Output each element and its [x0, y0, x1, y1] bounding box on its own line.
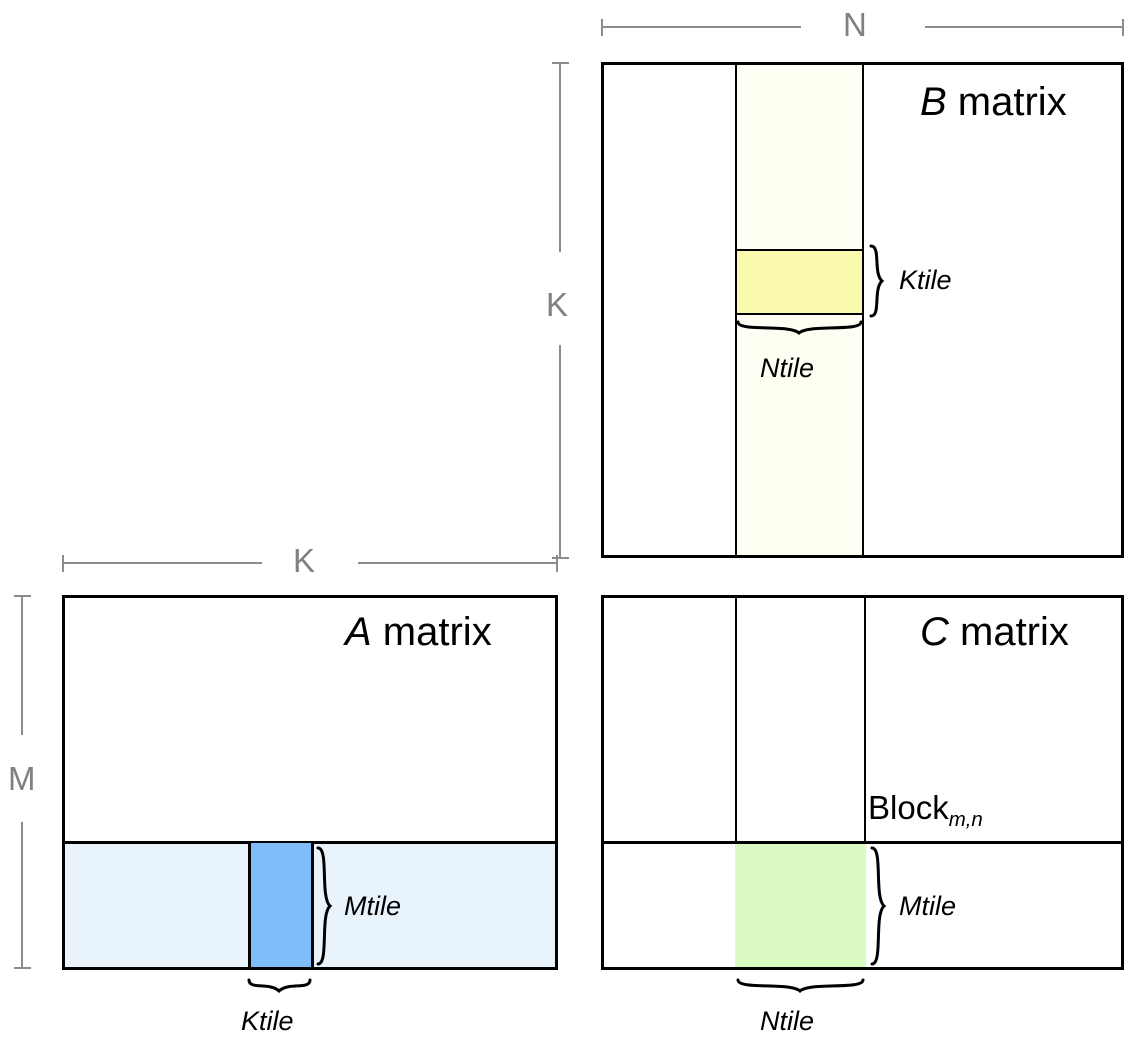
dimension-n-rule-left: [601, 26, 801, 28]
c-ntile-label: Ntile: [760, 1006, 815, 1036]
dimension-n-label: N: [843, 6, 867, 43]
b-matrix-highlighted-tile: [735, 249, 864, 315]
b-ktile-label: Ktile: [899, 265, 952, 295]
c-matrix-column-divider-left: [735, 598, 737, 967]
c-block-label-subscript: m,n: [948, 807, 983, 831]
c-matrix-column-divider-right: [864, 598, 866, 967]
dimension-m-rule-bottom: [21, 822, 23, 968]
dimension-m-tick-bottom: [14, 967, 31, 969]
c-matrix-title-symbol: C: [920, 610, 949, 654]
a-ktile-label: Ktile: [241, 1006, 294, 1036]
a-matrix-title-text: matrix: [371, 610, 492, 654]
b-ntile-brace: [736, 320, 863, 336]
b-matrix-title-symbol: B: [920, 80, 947, 124]
dimension-k-vertical-label: K: [546, 286, 569, 323]
dimension-k-horizontal-rule-left: [62, 562, 262, 564]
c-matrix-title: C matrix: [920, 612, 1069, 652]
dimension-m-label: M: [8, 760, 36, 797]
a-mtile-label: Mtile: [344, 891, 402, 921]
a-mtile-brace: [316, 846, 333, 966]
dimension-k-horizontal-rule-right: [358, 562, 558, 564]
dimension-k-horizontal-tick-right: [556, 555, 558, 572]
b-ntile-label: Ntile: [760, 353, 815, 383]
a-matrix-row-divider: [65, 841, 555, 844]
c-matrix-box: [601, 595, 1124, 970]
a-matrix-title-symbol: A: [345, 610, 372, 654]
a-matrix-title: A matrix: [345, 612, 492, 652]
dimension-k-vertical-tick-bottom: [552, 557, 569, 559]
c-mtile-brace: [870, 846, 887, 966]
dimension-n-rule-right: [925, 26, 1124, 28]
c-block-label-base: Block: [868, 789, 949, 826]
c-matrix-title-text: matrix: [948, 610, 1069, 654]
dimension-k-vertical-rule-top: [559, 62, 561, 252]
a-matrix-highlighted-tile: [248, 843, 314, 967]
c-mtile-label: Mtile: [899, 891, 957, 921]
c-ntile-brace: [736, 978, 865, 994]
b-matrix-title: B matrix: [920, 82, 1067, 122]
b-matrix-box: [601, 62, 1124, 558]
dimension-k-horizontal-label: K: [293, 542, 316, 579]
dimension-n-tick-right: [1122, 19, 1124, 36]
b-ktile-brace: [869, 244, 885, 318]
a-ktile-brace: [247, 978, 312, 994]
dimension-k-vertical-rule-bottom: [559, 345, 561, 558]
dimension-m-rule-top: [21, 595, 23, 735]
c-matrix-highlighted-tile: [735, 844, 866, 967]
b-matrix-title-text: matrix: [946, 80, 1067, 124]
a-matrix-box: [62, 595, 558, 970]
c-block-label: Blockm,n: [868, 789, 983, 829]
c-matrix-row-divider: [604, 841, 1121, 844]
